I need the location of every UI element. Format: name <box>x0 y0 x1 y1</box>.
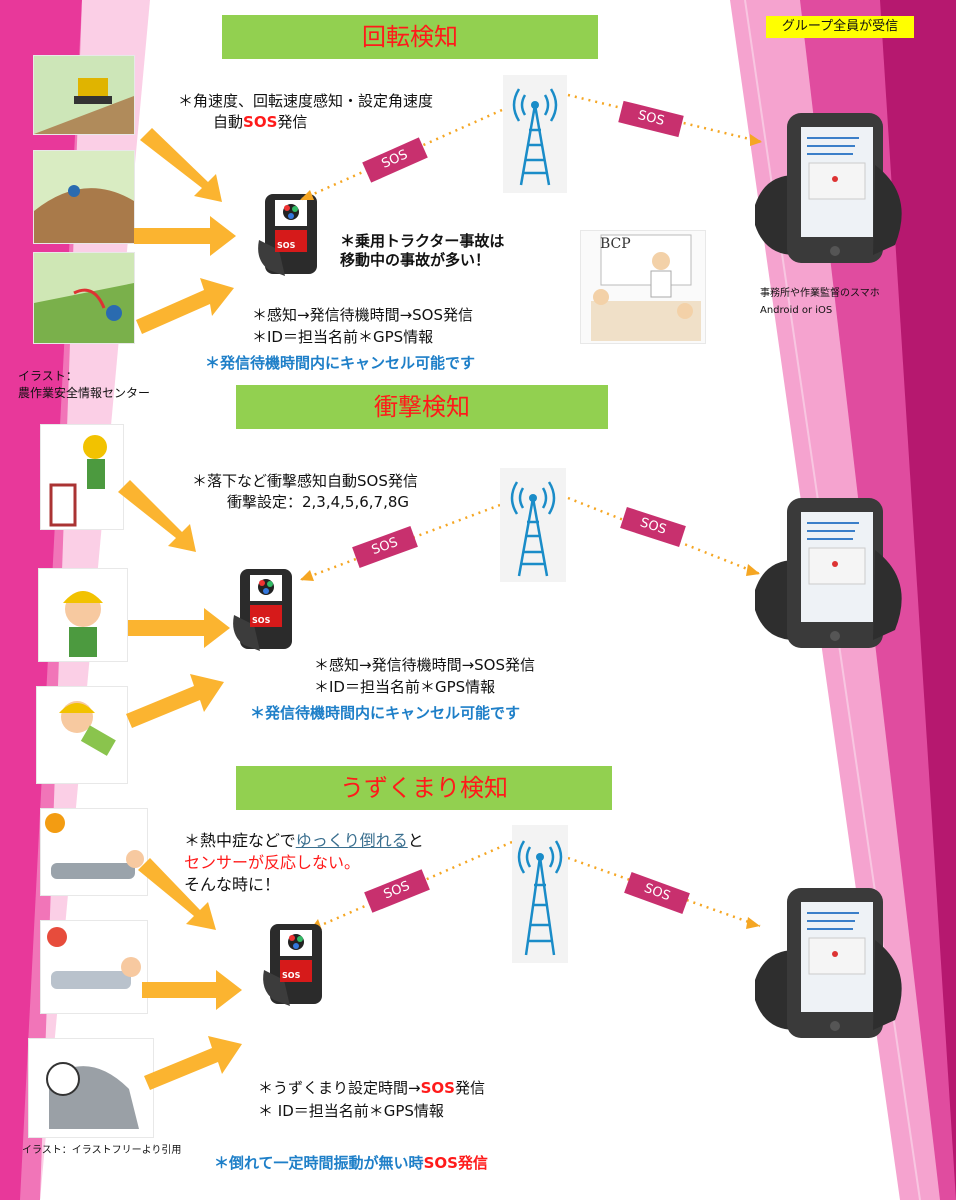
rotation-desc-send: 発信 <box>277 113 308 131</box>
group-receive-badge: グループ全員が受信 <box>766 16 914 38</box>
crouch-flow-post: 発信 <box>454 1079 485 1097</box>
antenna-tower-2 <box>500 468 566 582</box>
impact-flow-line2: ＊ID＝担当名前＊GPS情報 <box>314 678 496 696</box>
illustration-bcp-meeting <box>580 230 706 344</box>
sos-device-2 <box>233 569 292 651</box>
arrows-section2 <box>118 480 230 728</box>
device-3-sos-label: SOS <box>282 971 301 980</box>
illust-credit-1-line2: 農作業安全情報センター <box>18 386 151 400</box>
crouch-desc-slow-fall: ゆっくり倒れる <box>295 831 408 850</box>
crouch-footer-pre: ＊倒れて一定時間振動が無い時 <box>214 1154 424 1172</box>
arrows-section1 <box>134 128 236 334</box>
illustration-heatstroke-1 <box>40 808 148 896</box>
impact-flow-line1: ＊感知→発信待機時間→SOS発信 <box>314 656 535 674</box>
illustration-tractor-overturn <box>33 252 135 344</box>
crouch-desc-line2: センサーが反応しない。 <box>184 853 361 872</box>
crouch-desc-pre: ＊熱中症などで <box>184 831 296 850</box>
section-title-impact: 衝撃検知 <box>236 385 608 429</box>
rotation-desc-line1: ＊角速度、回転速度感知・設定角速度 <box>178 92 434 110</box>
crouch-footer-note: ＊倒れて一定時間振動が無い時SOS発信 <box>214 1152 488 1173</box>
illustration-head-hit <box>38 568 128 662</box>
section-title-crouch: うずくまり検知 <box>236 766 612 810</box>
receiver-desc-line1: 事務所や作業監督のスマホ <box>760 288 880 299</box>
antenna-tower-3 <box>512 825 568 963</box>
crouch-flow-sos: SOS <box>420 1079 455 1097</box>
illustration-falling-worker <box>36 686 128 784</box>
impact-desc-line2: 衝撃設定：2,3,4,5,6,7,8G <box>227 493 410 511</box>
crouch-flow-line1: ＊うずくまり設定時間→SOS発信 <box>258 1077 485 1099</box>
receiver-phone-2 <box>755 498 902 648</box>
section-title-rotation: 回転検知 <box>222 15 598 59</box>
receiver-desc-line2: Android or iOS <box>760 305 833 316</box>
receiver-phone-1 <box>755 113 902 263</box>
illustration-ladder-fall <box>40 424 124 530</box>
rotation-desc-auto: 自動 <box>213 113 244 131</box>
sos-device-3 <box>263 924 322 1006</box>
illustration-crouching-worker <box>28 1038 154 1138</box>
crouch-footer-sos: SOS発信 <box>423 1154 488 1172</box>
illustration-tractor-slope <box>33 150 135 244</box>
device-1-sos-label: SOS <box>277 241 296 250</box>
receiver-phone-3 <box>755 888 902 1038</box>
impact-cancel-note: ＊発信待機時間内にキャンセル可能です <box>250 704 521 722</box>
rotation-cancel-note: ＊発信待機時間内にキャンセル可能です <box>205 354 476 372</box>
sos-device-1 <box>258 194 317 276</box>
device-2-sos-label: SOS <box>252 616 271 625</box>
antenna-tower-1 <box>503 75 567 193</box>
illustration-heatstroke-2 <box>40 920 148 1014</box>
rotation-desc-sos: SOS <box>243 113 278 131</box>
illust-credit-1-line1: イラスト： <box>18 369 78 383</box>
crouch-desc-post: と <box>407 831 424 850</box>
impact-desc-line1: ＊落下など衝撃感知自動SOS発信 <box>192 472 418 490</box>
tractor-accident-note: ＊乗用トラクター事故は 移動中の事故が多い！ <box>340 232 505 269</box>
crouch-flow-pre: ＊うずくまり設定時間→ <box>258 1079 421 1097</box>
arrows-section3 <box>138 858 242 1090</box>
crouch-flow-line2: ＊ ID＝担当名前＊GPS情報 <box>258 1102 444 1120</box>
illustration-bulldozer <box>33 55 135 135</box>
rotation-flow-line2: ＊ID＝担当名前＊GPS情報 <box>252 328 434 346</box>
illust-credit-2: イラスト：イラストフリーより引用 <box>22 1145 182 1156</box>
crouch-desc-line1: ＊熱中症などでゆっくり倒れると <box>184 830 424 852</box>
rotation-flow-line1: ＊感知→発信待機時間→SOS発信 <box>252 306 473 324</box>
whiteboard-bcp-text: BCP <box>600 236 631 252</box>
rotation-desc-line2: 自動SOS発信 <box>213 111 307 133</box>
crouch-desc-line3: そんな時に！ <box>184 875 281 894</box>
